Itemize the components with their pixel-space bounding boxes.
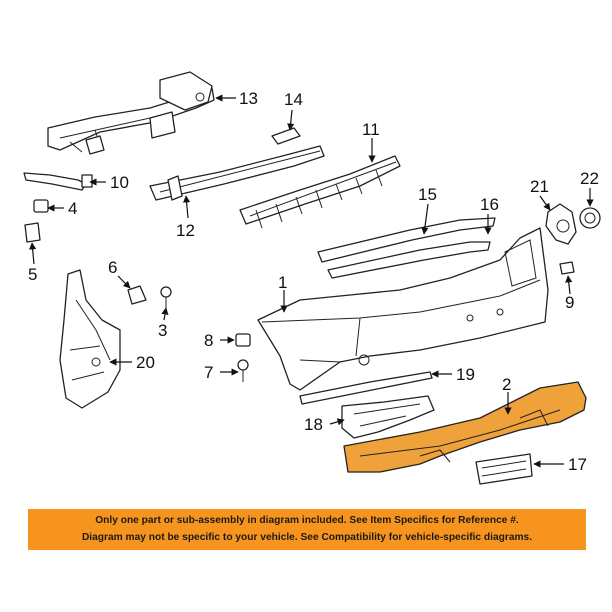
part-8-nut: [235, 333, 251, 347]
leader-18: [329, 418, 345, 426]
callout-11: 11: [362, 120, 380, 139]
leader-14: [287, 109, 295, 131]
callout-6: 6: [108, 258, 117, 277]
part-18-bracket: [341, 395, 435, 439]
part-17-trim: [475, 453, 533, 485]
part-5-clip: [24, 222, 41, 243]
leader-3: [161, 307, 169, 321]
callout-22: 22: [580, 169, 599, 188]
part-20-bracket: [59, 269, 121, 409]
part-2-lower-valance: [343, 381, 587, 473]
leader-9: [565, 275, 573, 295]
part-19-molding: [299, 371, 433, 405]
callout-2: 2: [502, 375, 511, 394]
part-7-screw: [237, 359, 249, 382]
callout-7: 7: [204, 363, 213, 382]
callout-labels: 13 14 11 10 4 12 5 15 16 21 22 6 1 9 3 8…: [28, 89, 599, 474]
callout-4: 4: [68, 199, 77, 218]
part-22-ring: [579, 207, 601, 229]
callout-9: 9: [565, 293, 574, 312]
leader-21: [539, 195, 551, 211]
leader-12: [183, 195, 191, 219]
part-10-clip: [81, 174, 93, 188]
part-9-retainer: [559, 261, 575, 275]
callout-14: 14: [284, 90, 303, 109]
part-15-strip: [317, 217, 496, 263]
part-14-bracket: [271, 127, 301, 145]
disclaimer-line-1: Only one part or sub-assembly in diagram…: [95, 515, 519, 526]
leader-6: [117, 275, 131, 289]
part-6-clip: [127, 285, 147, 305]
leader-15: [421, 203, 429, 235]
part-3-push-pin: [160, 286, 172, 308]
part-11-absorber: [239, 155, 401, 229]
callout-3: 3: [158, 321, 167, 340]
callout-1: 1: [278, 273, 287, 292]
callout-16: 16: [480, 195, 499, 214]
disclaimer-line-2: Diagram may not be specific to your vehi…: [81, 532, 533, 543]
callout-20: 20: [136, 353, 155, 372]
part-16-strip: [327, 241, 491, 279]
part-21-cover: [545, 203, 577, 245]
disclaimer-banner: Only one part or sub-assembly in diagram…: [28, 509, 586, 550]
callout-21: 21: [530, 177, 549, 196]
part-1-bumper-cover: [257, 227, 549, 391]
part-12-impact-bar: [149, 145, 325, 201]
callout-10: 10: [110, 173, 129, 192]
callout-12: 12: [176, 221, 195, 240]
callout-8: 8: [204, 331, 213, 350]
callout-18: 18: [304, 415, 323, 434]
part-13-hitch: [47, 71, 215, 155]
leader-5: [29, 242, 37, 265]
part-4-clip: [33, 199, 49, 213]
part-10-strip: [23, 172, 87, 191]
callout-15: 15: [418, 185, 437, 204]
leader-lines: [29, 94, 594, 468]
callout-17: 17: [568, 455, 587, 474]
callout-19: 19: [456, 365, 475, 384]
callout-5: 5: [28, 265, 37, 284]
callout-13: 13: [239, 89, 258, 108]
